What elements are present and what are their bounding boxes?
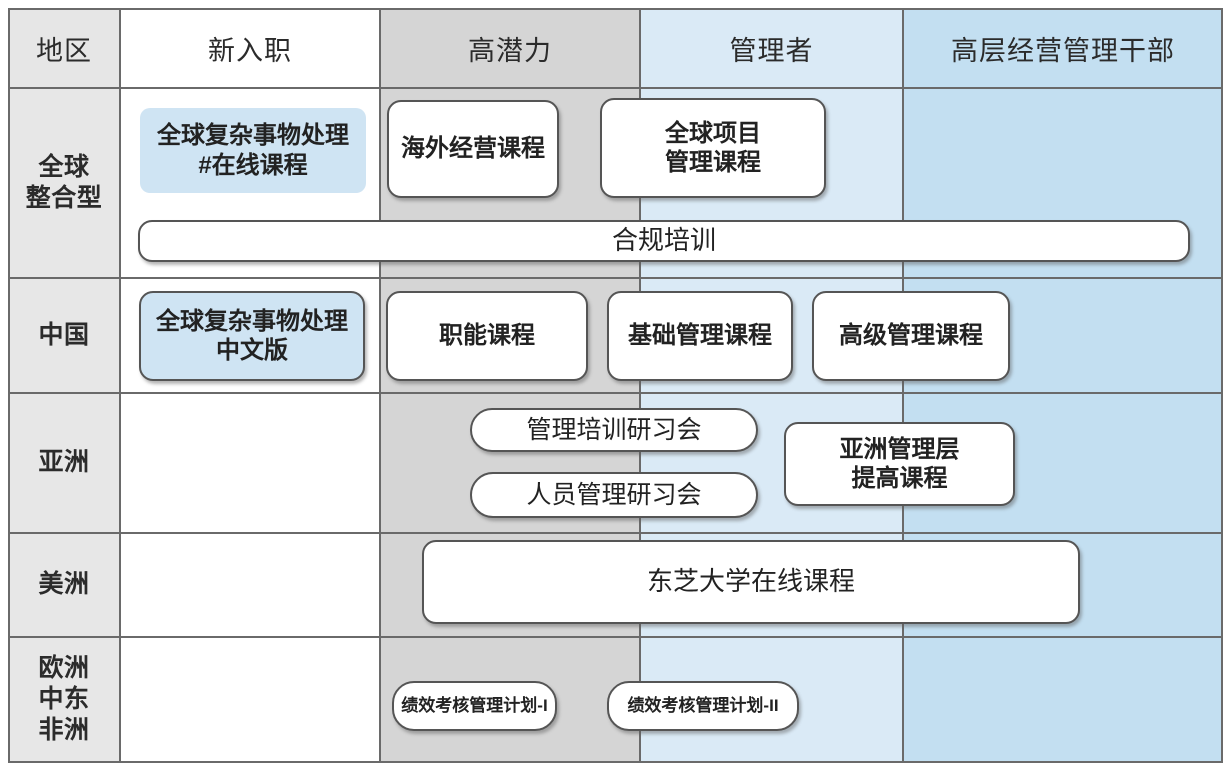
row-label-text-americas: 美洲: [38, 570, 90, 599]
course-box-compliance-training[interactable]: 合规培训: [138, 220, 1190, 262]
course-box-basic-mgmt-course[interactable]: 基础管理课程: [607, 291, 793, 381]
header-label-manager: 管理者: [729, 35, 814, 66]
course-label: 亚洲管理层 提高课程: [839, 435, 960, 492]
course-label: 合规培训: [611, 225, 716, 256]
course-box-perf-mgmt-plan-2[interactable]: 绩效考核管理计划-II: [607, 681, 799, 731]
course-box-functional-course[interactable]: 职能课程: [386, 291, 588, 381]
row-label-americas: 美洲: [8, 533, 120, 637]
course-label: 绩效考核管理计划-II: [627, 695, 779, 715]
cell-americas-newhire: [120, 533, 380, 637]
row-label-text-global: 全球 整合型: [25, 152, 103, 212]
header-cell-manager: 管理者: [640, 8, 903, 88]
course-box-people-mgmt-workshop[interactable]: 人员管理研习会: [470, 472, 758, 518]
course-label: 全球复杂事物处理 #在线课程: [157, 122, 349, 179]
header-cell-exec: 高层经营管理干部: [903, 8, 1223, 88]
course-label: 全球复杂事物处理 中文版: [156, 307, 348, 364]
row-label-text-china: 中国: [38, 320, 90, 349]
course-label: 东芝大学在线课程: [646, 566, 855, 597]
course-box-toshiba-univ-online[interactable]: 东芝大学在线课程: [422, 540, 1080, 624]
row-label-emea: 欧洲 中东 非洲: [8, 637, 120, 762]
header-cell-hipo: 高潜力: [380, 8, 640, 88]
header-label-exec: 高层经营管理干部: [951, 35, 1175, 66]
row-label-asia: 亚洲: [8, 393, 120, 533]
header-label-newhire: 新入职: [208, 35, 292, 66]
course-box-advanced-mgmt-course[interactable]: 高级管理课程: [812, 291, 1010, 381]
course-label: 全球项目 管理课程: [665, 119, 761, 176]
course-label: 高级管理课程: [839, 322, 983, 350]
course-label: 管理培训研习会: [526, 415, 702, 444]
course-label: 人员管理研习会: [526, 480, 702, 509]
course-box-global-complex-online[interactable]: 全球复杂事物处理 #在线课程: [140, 108, 366, 193]
cell-emea-exec: [903, 637, 1223, 762]
cell-emea-newhire: [120, 637, 380, 762]
course-box-asia-mgmt-advancement[interactable]: 亚洲管理层 提高课程: [784, 422, 1015, 506]
row-label-china: 中国: [8, 278, 120, 393]
header-label-region: 地区: [36, 35, 92, 66]
course-label: 绩效考核管理计划-I: [401, 695, 548, 715]
course-box-mgmt-training-workshop[interactable]: 管理培训研习会: [470, 408, 758, 452]
row-label-global: 全球 整合型: [8, 88, 120, 278]
row-label-text-asia: 亚洲: [38, 448, 90, 477]
header-label-hipo: 高潜力: [468, 35, 552, 66]
course-label: 海外经营课程: [401, 135, 545, 163]
row-label-text-emea: 欧洲 中东 非洲: [38, 653, 90, 745]
header-cell-newhire: 新入职: [120, 8, 380, 88]
header-cell-region: 地区: [8, 8, 120, 88]
course-box-perf-mgmt-plan-1[interactable]: 绩效考核管理计划-I: [392, 681, 557, 731]
course-label: 职能课程: [439, 322, 535, 350]
course-label: 基础管理课程: [628, 322, 772, 350]
course-box-global-complex-cn[interactable]: 全球复杂事物处理 中文版: [139, 291, 365, 381]
course-box-overseas-mgmt-course[interactable]: 海外经营课程: [387, 100, 559, 198]
cell-asia-newhire: [120, 393, 380, 533]
course-box-global-project-mgmt[interactable]: 全球项目 管理课程: [600, 98, 826, 198]
